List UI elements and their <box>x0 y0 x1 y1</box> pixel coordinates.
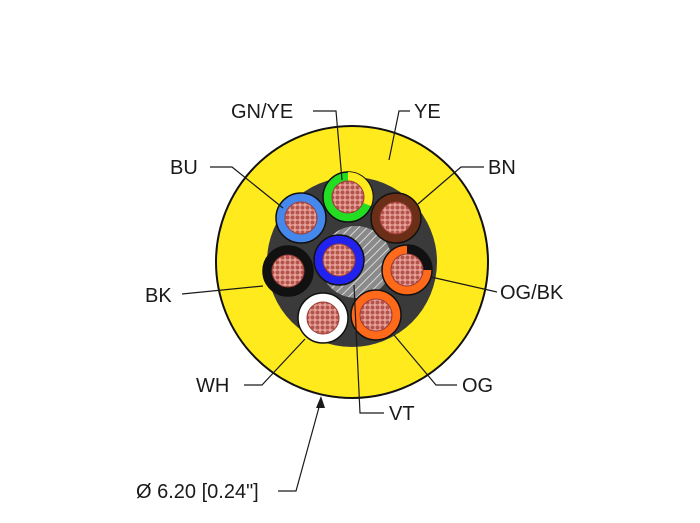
leader-lines <box>181 110 498 492</box>
leader-ye <box>388 110 410 161</box>
leader-gn-ye <box>313 110 343 181</box>
leader-wh <box>244 338 306 386</box>
label-vt: VT <box>389 403 415 425</box>
core-wh <box>297 292 349 344</box>
label-bu: BU <box>170 157 198 179</box>
core-bu <box>275 192 327 244</box>
leader-bk <box>181 285 264 295</box>
label-bk: BK <box>145 285 172 307</box>
label-gn-ye: GN/YE <box>231 101 293 123</box>
core-bk <box>262 245 314 297</box>
label-ye: YE <box>414 101 441 123</box>
core-bn <box>370 192 422 244</box>
core-vt <box>313 234 365 286</box>
core-og <box>350 289 402 341</box>
leader-bu <box>210 166 284 209</box>
diameter-arrowhead <box>316 396 325 408</box>
label-og: OG <box>462 375 493 397</box>
leader-vt <box>353 284 384 414</box>
core-og-bk <box>381 244 433 296</box>
leader-og <box>393 334 457 386</box>
label-og-bk: OG/BK <box>500 282 564 304</box>
core-gn-ye <box>322 171 374 223</box>
label-diameter: Ø 6.20 [0.24"] <box>136 481 259 503</box>
label-bn: BN <box>488 157 516 179</box>
leader-og-bk <box>430 276 498 293</box>
label-wh: WH <box>196 375 229 397</box>
leader-bn <box>417 166 484 205</box>
leader-diameter <box>278 399 322 492</box>
